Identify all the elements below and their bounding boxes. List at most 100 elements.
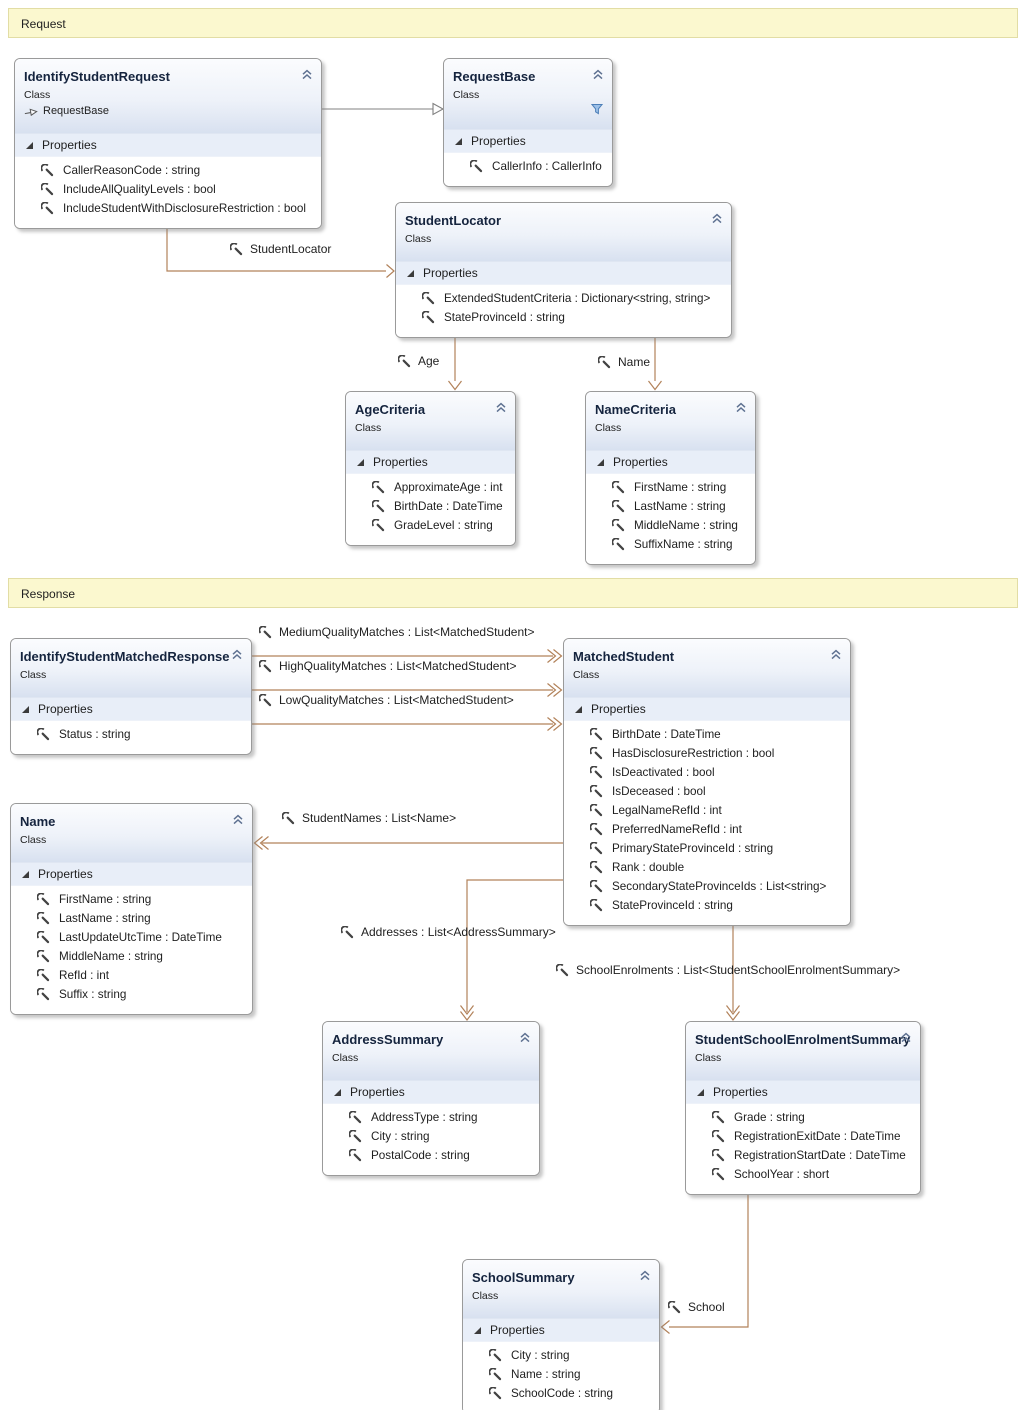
properties-section-header[interactable]: Properties [11, 862, 252, 886]
collapse-chevron-icon[interactable] [639, 1270, 651, 1281]
connector-label-name[interactable]: Name [598, 355, 650, 369]
property-row[interactable]: GradeLevel : string [372, 516, 509, 535]
connector-label-student-names[interactable]: StudentNames : List<Name> [282, 811, 456, 825]
property-row[interactable]: ExtendedStudentCriteria : Dictionary<str… [422, 289, 725, 308]
connector-label-addresses[interactable]: Addresses : List<AddressSummary> [341, 925, 556, 939]
collapse-chevron-icon[interactable] [231, 649, 243, 660]
connector-label-school-enrolments[interactable]: SchoolEnrolments : List<StudentSchoolEnr… [556, 963, 900, 977]
connector-label-medium-quality-matches[interactable]: MediumQualityMatches : List<MatchedStude… [259, 625, 534, 639]
expander-icon[interactable] [574, 705, 583, 714]
property-row[interactable]: IncludeStudentWithDisclosureRestriction … [41, 199, 315, 218]
collapse-chevron-icon[interactable] [592, 69, 604, 80]
property-row[interactable]: CallerReasonCode : string [41, 161, 315, 180]
collapse-button[interactable] [711, 211, 723, 229]
collapse-button[interactable] [639, 1268, 651, 1286]
property-row[interactable]: Name : string [489, 1365, 653, 1384]
collapse-button[interactable] [232, 812, 244, 830]
expander-icon[interactable] [473, 1326, 482, 1335]
properties-section-header[interactable]: Properties [444, 129, 612, 153]
collapse-button[interactable] [495, 400, 507, 418]
collapse-button[interactable] [735, 400, 747, 418]
property-row[interactable]: IsDeactivated : bool [590, 763, 844, 782]
property-row[interactable]: PrimaryStateProvinceId : string [590, 839, 844, 858]
property-row[interactable]: RegistrationStartDate : DateTime [712, 1146, 914, 1165]
property-row[interactable]: ApproximateAge : int [372, 478, 509, 497]
collapse-button[interactable] [301, 67, 313, 85]
property-row[interactable]: RefId : int [37, 966, 246, 985]
properties-section-header[interactable]: Properties [686, 1080, 920, 1104]
property-row[interactable]: City : string [489, 1346, 653, 1365]
connector-inheritance-requestbase[interactable] [322, 102, 445, 116]
properties-section-header[interactable]: Properties [15, 133, 321, 157]
connector-label-student-locator[interactable]: StudentLocator [230, 242, 331, 256]
property-row[interactable]: HasDisclosureRestriction : bool [590, 744, 844, 763]
expander-icon[interactable] [21, 870, 30, 879]
property-row[interactable]: RegistrationExitDate : DateTime [712, 1127, 914, 1146]
properties-section-header[interactable]: Properties [323, 1080, 539, 1104]
connector-student-names[interactable] [253, 836, 564, 850]
property-row[interactable]: FirstName : string [612, 478, 749, 497]
collapse-chevron-icon[interactable] [735, 402, 747, 413]
connector-label-school[interactable]: School [668, 1300, 725, 1314]
collapse-chevron-icon[interactable] [900, 1032, 912, 1043]
expander-icon[interactable] [21, 705, 30, 714]
collapse-chevron-icon[interactable] [711, 213, 723, 224]
property-row[interactable]: FirstName : string [37, 890, 246, 909]
property-row[interactable]: PreferredNameRefId : int [590, 820, 844, 839]
request-band[interactable]: Request [8, 8, 1018, 38]
collapse-button[interactable] [592, 67, 604, 85]
property-row[interactable]: StateProvinceId : string [422, 308, 725, 327]
property-row[interactable]: BirthDate : DateTime [372, 497, 509, 516]
property-row[interactable]: StateProvinceId : string [590, 896, 844, 915]
property-row[interactable]: City : string [349, 1127, 533, 1146]
properties-section-header[interactable]: Properties [396, 261, 731, 285]
property-row[interactable]: SchoolYear : short [712, 1165, 914, 1184]
connector-name[interactable] [648, 334, 662, 391]
property-row[interactable]: MiddleName : string [37, 947, 246, 966]
property-row[interactable]: BirthDate : DateTime [590, 725, 844, 744]
collapse-chevron-icon[interactable] [232, 814, 244, 825]
filter-icon[interactable] [591, 103, 603, 115]
property-row[interactable]: LegalNameRefId : int [590, 801, 844, 820]
collapse-button[interactable] [519, 1030, 531, 1048]
property-row[interactable]: MiddleName : string [612, 516, 749, 535]
property-row[interactable]: LastName : string [612, 497, 749, 516]
expander-icon[interactable] [596, 458, 605, 467]
property-row[interactable]: IsDeceased : bool [590, 782, 844, 801]
base-type-row[interactable]: RequestBase [24, 103, 312, 119]
connector-low-quality-matches[interactable] [252, 717, 563, 731]
collapse-button[interactable] [231, 647, 243, 665]
property-row[interactable]: LastName : string [37, 909, 246, 928]
connector-label-low-quality-matches[interactable]: LowQualityMatches : List<MatchedStudent> [259, 693, 514, 707]
connector-label-high-quality-matches[interactable]: HighQualityMatches : List<MatchedStudent… [259, 659, 516, 673]
connector-age[interactable] [448, 334, 462, 391]
collapse-chevron-icon[interactable] [301, 69, 313, 80]
response-band[interactable]: Response [8, 578, 1018, 608]
collapse-button[interactable] [830, 647, 842, 665]
property-row[interactable]: PostalCode : string [349, 1146, 533, 1165]
properties-section-header[interactable]: Properties [463, 1318, 659, 1342]
property-row[interactable]: SchoolCode : string [489, 1384, 653, 1403]
property-row[interactable]: Rank : double [590, 858, 844, 877]
property-row[interactable]: LastUpdateUtcTime : DateTime [37, 928, 246, 947]
collapse-chevron-icon[interactable] [519, 1032, 531, 1043]
connector-label-age[interactable]: Age [398, 354, 439, 368]
